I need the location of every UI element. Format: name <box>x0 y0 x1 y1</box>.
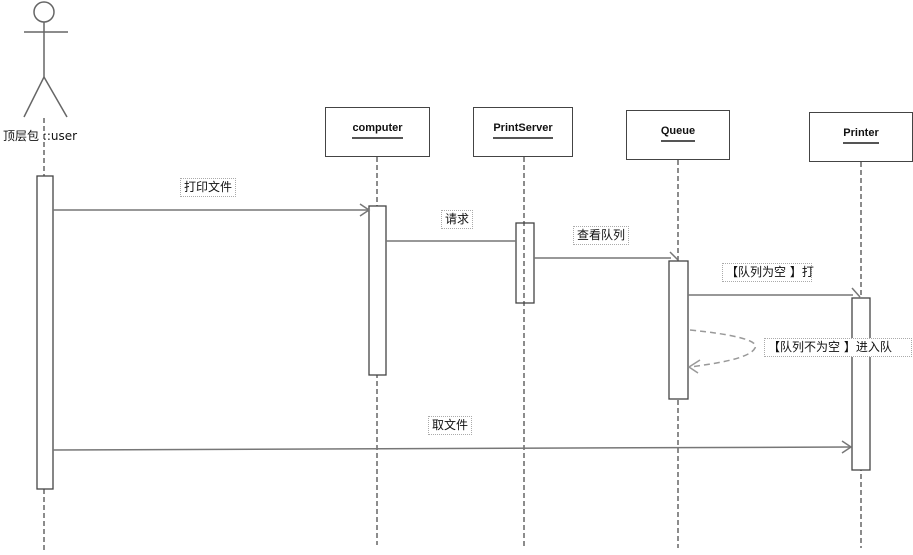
message-label-4: 【队列为空 】打 <box>722 263 814 282</box>
object-printserver[interactable]: PrintServer <box>473 107 573 157</box>
self-message-arrowhead <box>687 359 701 374</box>
message-arrow-6 <box>52 446 852 451</box>
message-label-2: 请求 <box>441 210 474 229</box>
arrowhead-1 <box>359 203 371 217</box>
object-computer[interactable]: computer <box>325 107 430 157</box>
arrowhead-3 <box>669 251 679 261</box>
message-label-3: 查看队列 <box>573 226 630 245</box>
self-message-arrow <box>689 329 757 368</box>
activation-queue <box>668 260 689 400</box>
object-name: PrintServer <box>493 122 553 139</box>
activation-user <box>36 175 54 490</box>
arrowhead-6 <box>841 440 853 454</box>
message-label-1: 打印文件 <box>180 178 237 197</box>
message-label-5: 【队列不为空 】进入队 <box>764 338 912 357</box>
activation-computer <box>368 205 387 376</box>
activation-printserver <box>515 222 535 304</box>
arrowhead-4 <box>851 287 861 298</box>
object-name: computer <box>352 122 403 139</box>
object-printer[interactable]: Printer <box>809 112 913 162</box>
object-queue[interactable]: Queue <box>626 110 730 160</box>
actor-icon <box>23 1 68 118</box>
actor-label: 顶层包 ::user <box>3 129 78 143</box>
activation-printer <box>851 297 871 471</box>
object-name: Queue <box>660 125 696 142</box>
object-name: Printer <box>843 127 879 144</box>
message-label-6: 取文件 <box>428 416 473 435</box>
